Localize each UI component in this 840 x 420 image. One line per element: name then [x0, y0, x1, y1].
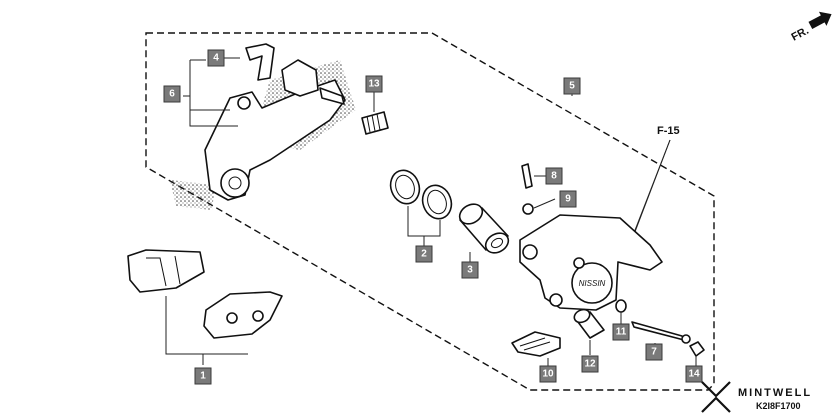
- svg-text:5: 5: [569, 81, 575, 92]
- pin-plug: [689, 341, 705, 357]
- svg-text:14: 14: [688, 369, 700, 380]
- callout-5: 5: [563, 77, 581, 95]
- bleeder-cap: [522, 203, 534, 215]
- callout-6: 6: [163, 85, 181, 103]
- callout-14: 14: [685, 365, 703, 383]
- pad-pin: [631, 321, 685, 341]
- front-direction-indicator: FR.: [790, 11, 832, 44]
- svg-text:10: 10: [542, 369, 554, 380]
- pad-spring: [511, 331, 561, 357]
- piston-seal-inner: [421, 184, 453, 220]
- svg-text:9: 9: [565, 194, 571, 205]
- callout-3: 3: [461, 261, 479, 279]
- brake-pad-outer: [127, 249, 205, 293]
- brake-pad-inner: [203, 291, 283, 339]
- callout-10: 10: [539, 365, 557, 383]
- caliper-bracket: [170, 59, 356, 210]
- callout-9: 9: [559, 190, 577, 208]
- direction-arrow-icon: [808, 11, 832, 29]
- svg-text:11: 11: [616, 327, 627, 338]
- svg-text:13: 13: [368, 79, 380, 90]
- svg-text:1: 1: [200, 371, 206, 382]
- caliper-body: NISSIN: [519, 214, 663, 311]
- direction-label: FR.: [790, 25, 811, 44]
- callout-12: 12: [581, 355, 599, 373]
- pin-washer: [615, 299, 627, 313]
- svg-text:6: 6: [169, 89, 175, 100]
- piston-seal-outer: [389, 169, 421, 205]
- callout-2: 2: [415, 245, 433, 263]
- caliper-piston: [458, 203, 510, 254]
- svg-text:NISSIN: NISSIN: [579, 279, 606, 288]
- callout-7: 7: [645, 343, 663, 361]
- svg-text:2: 2: [421, 249, 427, 260]
- pin-boot: [361, 111, 389, 135]
- callout-11: 11: [612, 323, 630, 341]
- leader-lines: [165, 57, 697, 366]
- callout-13: 13: [365, 75, 383, 93]
- callout-8: 8: [545, 167, 563, 185]
- svg-text:4: 4: [213, 53, 219, 64]
- svg-text:7: 7: [651, 347, 657, 358]
- reference-label: F-15: [657, 125, 680, 137]
- brand-name: MINTWELL: [738, 387, 812, 399]
- brand-logo: MINTWELL: [701, 381, 812, 413]
- pad-retainer-clip: [245, 43, 275, 81]
- callout-4: 4: [207, 49, 225, 67]
- mintwell-logo-icon: [701, 381, 731, 413]
- svg-text:12: 12: [584, 359, 596, 370]
- diagram-code: K2I8F1700: [756, 401, 801, 411]
- slide-pin-sleeve: [573, 308, 605, 339]
- svg-text:3: 3: [467, 265, 473, 276]
- bleeder-valve: [521, 163, 533, 189]
- callout-1: 1: [194, 367, 212, 385]
- svg-text:8: 8: [551, 171, 557, 182]
